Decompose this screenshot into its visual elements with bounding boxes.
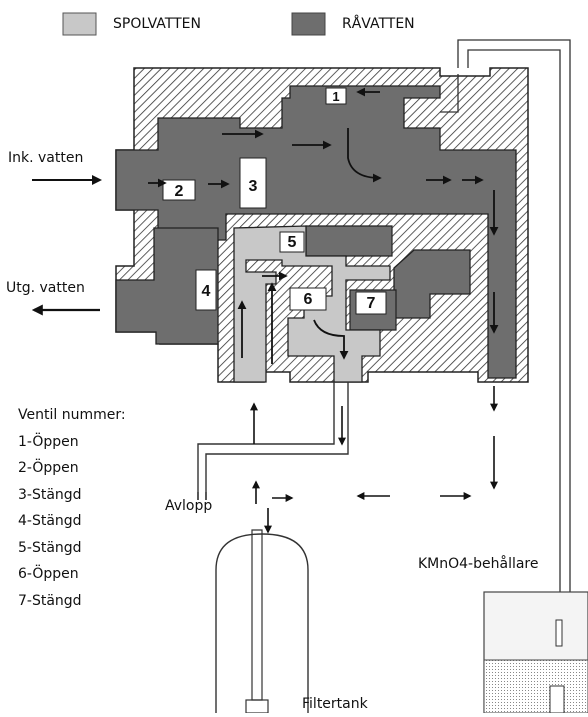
valve-number-6: 6: [304, 291, 313, 308]
raw-water-channel-upper: [115, 85, 517, 379]
valve-number-5: 5: [288, 234, 297, 251]
valve-status-item: 3-Stängd: [18, 486, 82, 503]
legend-rinse-label: SPOLVATTEN: [113, 16, 201, 32]
legend-raw-swatch: [291, 12, 326, 36]
filter-tank-label: Filtertank: [302, 696, 368, 712]
legend-raw-label: RÅVATTEN: [342, 16, 415, 32]
inlet-label: Ink. vatten: [8, 150, 84, 166]
drain-arrows: [250, 386, 498, 534]
valve-number-1: 1: [332, 89, 339, 104]
drain-label: Avlopp: [165, 498, 213, 514]
valve-list-title: Ventil nummer:: [18, 407, 126, 423]
raw-water-chamber-5: [305, 225, 393, 257]
drain-pipe: [197, 382, 349, 500]
rinse-flow-arrows: [237, 271, 349, 364]
valve-status-item: 6-Öppen: [18, 566, 79, 582]
valve-status-item: 1-Öppen: [18, 433, 79, 450]
raw-water-chamber-right: [393, 249, 471, 319]
valve-status-item: 2-Öppen: [18, 460, 79, 476]
valve-number-7: 7: [367, 295, 376, 312]
outlet-label: Utg. vatten: [6, 280, 85, 296]
valve-status-item: 5-Stängd: [18, 539, 82, 556]
kmno4-label: KMnO4-behållare: [418, 556, 539, 572]
raw-flow-arrows: [148, 87, 499, 334]
valve-status-item: 7-Stängd: [18, 592, 82, 609]
legend-rinse-swatch: [62, 12, 97, 36]
valve-number-3: 3: [249, 178, 258, 195]
valve-number-4: 4: [202, 283, 211, 300]
valve-status-list: Ventil nummer: 1-Öppen 2-Öppen 3-Stängd …: [18, 402, 126, 614]
valve-number-2: 2: [175, 183, 184, 200]
raw-water-channel-outlet: [115, 227, 219, 345]
valve-status-item: 4-Stängd: [18, 513, 82, 529]
